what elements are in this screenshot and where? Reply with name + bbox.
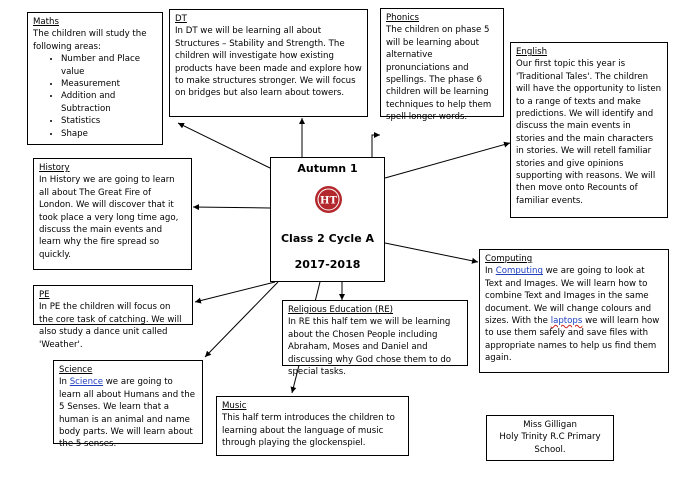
history-box: History In History we are going to learn… (33, 158, 192, 270)
pe-box: PE In PE the children will focus on the … (33, 285, 193, 350)
maths-box: Maths The children will study the follow… (27, 12, 163, 145)
pe-text: In PE the children will focus on the cor… (39, 302, 182, 350)
history-heading: History (39, 163, 70, 173)
science-box: Science In Science we are going to learn… (53, 360, 203, 449)
logo-letters: HT (320, 196, 337, 207)
maths-item: Number and Place value (61, 53, 157, 78)
computing-box: Computing In Computing we are going to l… (479, 249, 669, 373)
maths-item: Shape (61, 128, 157, 140)
maths-heading: Maths (33, 17, 59, 27)
school-year: 2017-2018 (294, 258, 361, 271)
music-heading: Music (222, 401, 247, 411)
re-heading: Religious Education (RE) (288, 305, 394, 315)
school-name-line1: Holy Trinity R.C Primary (499, 432, 601, 443)
arrow-to-history (192, 204, 271, 211)
re-box: Religious Education (RE) In RE this half… (282, 300, 468, 377)
computing-heading: Computing (485, 254, 533, 264)
maths-item: Measurement (61, 78, 157, 90)
science-heading: Science (59, 365, 93, 375)
phonics-box: Phonics The children on phase 5 will be … (380, 8, 504, 122)
maths-item: Addition and Subtraction (61, 90, 157, 115)
laptops-word: laptops (550, 316, 583, 327)
arrow-to-pe (194, 281, 276, 304)
teacher-name: Miss Gilligan (523, 420, 577, 430)
term-title: Autumn 1 (297, 162, 358, 175)
pe-heading: PE (39, 290, 50, 300)
maths-item: Statistics (61, 115, 157, 127)
arrow-to-english (384, 141, 511, 179)
science-text: In Science we are going to learn all abo… (59, 377, 196, 450)
science-keyword: Science (69, 377, 104, 388)
teacher-signature-box: Miss Gilligan Holy Trinity R.C Primary S… (486, 415, 614, 461)
school-name-line2: School. (534, 444, 566, 455)
history-text: In History we are going to learn all abo… (39, 175, 179, 260)
music-box: Music This half term introduces the chil… (216, 396, 409, 456)
school-logo: HT (315, 186, 342, 213)
arrow-to-phonics (371, 132, 380, 157)
arrow-to-science (204, 281, 279, 358)
class-cycle: Class 2 Cycle A (280, 232, 374, 245)
phonics-heading: Phonics (386, 13, 419, 23)
arrow-to-maths (177, 122, 271, 169)
music-text: This half term introduces the children t… (222, 413, 395, 449)
re-text: In RE this half tem we will be learning … (288, 317, 452, 378)
maths-intro: The children will study the following ar… (33, 29, 147, 52)
arrow-to-computing (384, 242, 479, 264)
dt-text: In DT we will be learning all about Stru… (175, 26, 362, 99)
phonics-text: The children on phase 5 will be learning… (386, 25, 492, 123)
english-box: English Our first topic this year is 'Tr… (510, 42, 668, 218)
dt-box: DT In DT we will be learning all about S… (169, 9, 368, 117)
computing-text: In Computing we are going to look at Tex… (485, 266, 660, 364)
english-heading: English (516, 47, 548, 57)
dt-heading: DT (175, 14, 187, 24)
center-title-box: Autumn 1 HT Class 2 Cycle A 2017-2018 (270, 157, 385, 282)
computing-keyword: Computing (495, 266, 543, 277)
maths-list: Number and Place value Measurement Addit… (33, 53, 157, 140)
english-text: Our first topic this year is 'Traditiona… (516, 59, 662, 206)
